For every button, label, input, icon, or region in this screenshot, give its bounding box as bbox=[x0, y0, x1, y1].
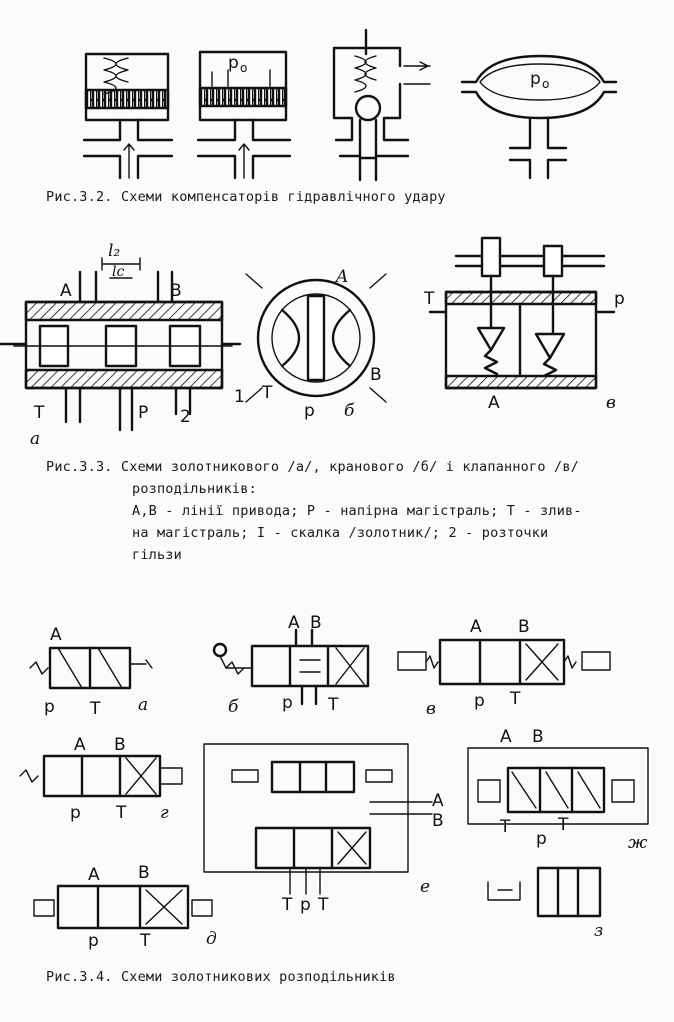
svg-text:p: p bbox=[530, 69, 541, 89]
compensator-bladder: p o bbox=[460, 54, 618, 180]
figure-3-2-compensators: p o p o bbox=[82, 28, 618, 182]
svg-text:p: p bbox=[228, 53, 239, 73]
svg-text:ж: ж bbox=[628, 833, 648, 853]
svg-text:A: A bbox=[88, 865, 100, 885]
svg-text:T: T bbox=[499, 817, 511, 837]
symbol-v: A B p T в bbox=[397, 617, 611, 719]
svg-text:B: B bbox=[310, 613, 322, 633]
svg-text:е: е bbox=[420, 877, 430, 897]
svg-text:в: в bbox=[606, 393, 616, 413]
svg-text:l₂: l₂ bbox=[108, 241, 120, 261]
svg-text:A: A bbox=[470, 617, 482, 637]
svg-text:B: B bbox=[532, 727, 544, 747]
figure-3-3-caption-line4: на магістраль; І - скалка /золотник/; 2 … bbox=[132, 525, 549, 541]
symbol-zh: A B T p T ж bbox=[467, 727, 649, 853]
svg-text:B: B bbox=[518, 617, 530, 637]
symbol-d: A B p T д bbox=[33, 863, 217, 951]
svg-text:B: B bbox=[432, 811, 444, 831]
svg-text:p: p bbox=[300, 895, 311, 915]
svg-text:p: p bbox=[44, 697, 55, 717]
svg-text:A: A bbox=[288, 613, 300, 633]
svg-text:A: A bbox=[60, 281, 72, 301]
svg-text:A: A bbox=[488, 393, 500, 413]
figure-3-3-caption-line2: розподільників: bbox=[132, 481, 257, 497]
svg-text:T: T bbox=[115, 803, 127, 823]
svg-text:б: б bbox=[228, 697, 239, 717]
symbol-b: A B p T б bbox=[212, 613, 370, 717]
svg-text:A: A bbox=[334, 267, 348, 287]
compensator-valve bbox=[332, 28, 431, 182]
svg-text:p: p bbox=[70, 803, 81, 823]
spool-valve-diagram: l₂ lс A B T P 2 1 a bbox=[0, 241, 245, 449]
svg-text:з: з bbox=[594, 921, 603, 941]
svg-text:lс: lс bbox=[112, 264, 124, 280]
symbol-e: A B T p T е bbox=[203, 743, 444, 915]
svg-text:a: a bbox=[138, 695, 148, 715]
svg-text:p: p bbox=[282, 693, 293, 713]
svg-text:o: o bbox=[542, 77, 549, 91]
svg-text:д: д bbox=[206, 929, 217, 949]
symbol-g: A B p T г bbox=[19, 735, 183, 823]
compensator-gas: p o bbox=[196, 50, 292, 180]
svg-text:T: T bbox=[261, 383, 273, 403]
svg-text:в: в bbox=[426, 699, 436, 719]
svg-text:T: T bbox=[557, 815, 569, 835]
figure-3-3-caption-line3: А,В - лінії привода; Р - напірна магістр… bbox=[132, 503, 582, 519]
svg-text:B: B bbox=[114, 735, 126, 755]
svg-text:A: A bbox=[74, 735, 86, 755]
svg-text:T: T bbox=[317, 895, 329, 915]
symbol-a: A p T a bbox=[29, 625, 153, 719]
svg-text:B: B bbox=[138, 863, 150, 883]
svg-text:A: A bbox=[432, 791, 444, 811]
svg-text:P: P bbox=[138, 403, 148, 423]
figure-3-3-caption-line5: гільзи bbox=[132, 547, 182, 563]
figure-3-2-caption: Рис.3.2. Схеми компенсаторів гідравлічно… bbox=[46, 189, 446, 205]
svg-text:T: T bbox=[327, 695, 339, 715]
svg-text:B: B bbox=[370, 365, 382, 385]
svg-text:б: б bbox=[344, 401, 355, 421]
rotary-valve-diagram: A B T p б bbox=[245, 267, 387, 421]
svg-text:p: p bbox=[304, 401, 315, 421]
svg-text:T: T bbox=[423, 289, 435, 309]
svg-text:B: B bbox=[170, 281, 182, 301]
figure-3-3-caption-line1: Рис.3.3. Схеми золотникового /а/, кранов… bbox=[46, 459, 579, 475]
figure-3-3-distributors: l₂ lс A B T P 2 1 a A B T p б bbox=[0, 236, 625, 449]
compensator-spring bbox=[82, 52, 174, 180]
svg-text:a: a bbox=[30, 429, 40, 449]
svg-text:T: T bbox=[281, 895, 293, 915]
svg-text:A: A bbox=[50, 625, 62, 645]
svg-text:T: T bbox=[509, 689, 521, 709]
svg-text:p: p bbox=[474, 691, 485, 711]
svg-text:T: T bbox=[139, 931, 151, 951]
svg-text:T: T bbox=[33, 403, 45, 423]
svg-text:1: 1 bbox=[234, 387, 245, 407]
figure-3-4-caption: Рис.3.4. Схеми золотникових розподільник… bbox=[46, 969, 396, 985]
svg-text:p: p bbox=[536, 829, 547, 849]
svg-text:2: 2 bbox=[180, 407, 191, 427]
figure-3-4-spool-distributors: A p T a A B p T б bbox=[19, 613, 649, 951]
symbol-z: з bbox=[487, 866, 603, 941]
poppet-valve-diagram: T p A в bbox=[423, 236, 625, 413]
svg-text:A: A bbox=[500, 727, 512, 747]
svg-text:T: T bbox=[89, 699, 101, 719]
svg-text:p: p bbox=[88, 931, 99, 951]
svg-text:p: p bbox=[614, 289, 625, 309]
svg-text:o: o bbox=[240, 61, 247, 75]
svg-text:г: г bbox=[160, 803, 169, 823]
